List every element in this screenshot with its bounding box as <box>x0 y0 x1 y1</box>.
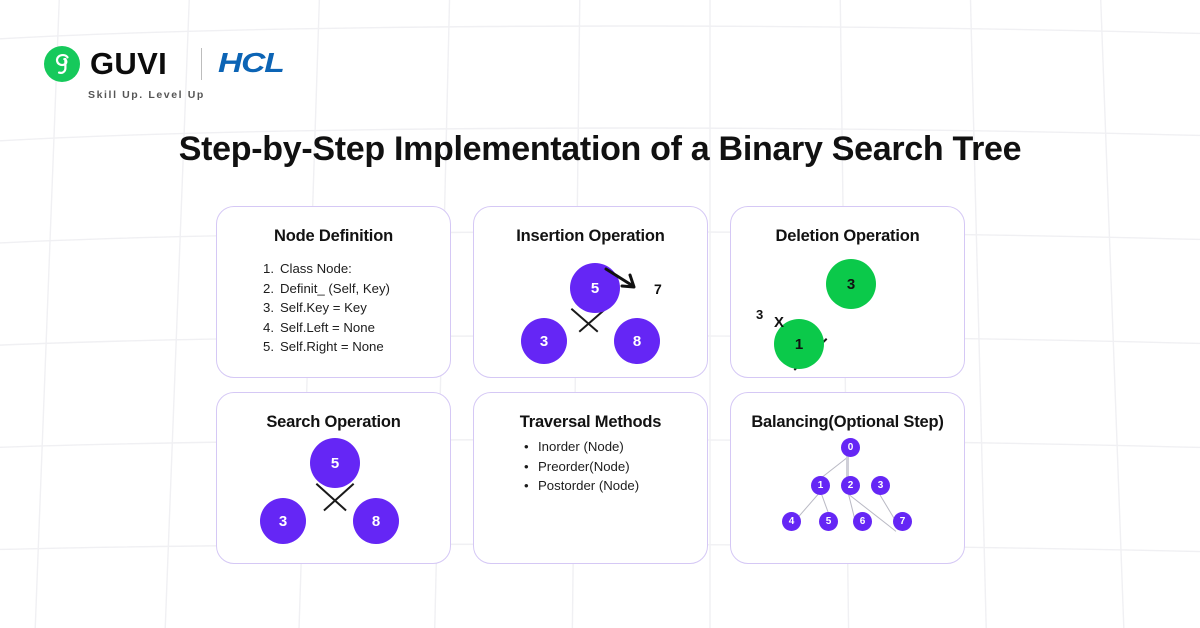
list-marker: 2. <box>263 280 274 296</box>
list-item: • Inorder (Node) <box>524 437 639 457</box>
delete-mark-label: X <box>774 314 785 331</box>
insertion-tree-diagram: 5 3 8 7 <box>474 207 707 377</box>
list-item: • Postorder (Node) <box>524 476 639 496</box>
card-traversal-methods: Traversal Methods • Inorder (Node) • Preor… <box>473 392 708 564</box>
hcl-wordmark: HCL <box>218 48 285 79</box>
list-item-label: Self.Left = None <box>280 319 375 335</box>
card-grid: Node Definition 1. Class Node: 2. Definit_… <box>216 206 966 564</box>
card-title: Node Definition <box>274 227 393 245</box>
list-item-label: Class Node: <box>280 261 352 276</box>
list-bullet: • <box>524 458 529 474</box>
delete-value-label: 3 <box>756 307 764 322</box>
tree-node: 5 <box>310 438 360 488</box>
traversal-methods-list: • Inorder (Node) • Preorder(Node) • Postord… <box>524 437 639 496</box>
list-item-label: Inorder (Node) <box>538 439 624 454</box>
card-balancing-optional-step: Balancing(Optional Step) 0 1 2 3 4 5 6 7 <box>730 392 965 564</box>
list-item-label: Postorder (Node) <box>538 478 640 493</box>
tree-node: 7 <box>893 512 912 531</box>
tree-node: 8 <box>614 318 660 364</box>
page-title: Step-by-Step Implementation of a Binary … <box>178 130 1022 168</box>
list-item: 1. Class Node: <box>263 259 390 279</box>
list-marker: 5. <box>263 339 274 354</box>
guvi-wordmark: GUVI <box>90 46 167 81</box>
list-bullet: • <box>524 439 529 454</box>
deletion-tree-diagram: 3 1 3 X <box>731 207 964 377</box>
list-item-label: Definit_ (Self, Key) <box>280 280 390 296</box>
guvi-g-mark-icon <box>44 46 80 82</box>
tree-node: 0 <box>841 438 860 457</box>
list-item: 4. Self.Left = None <box>263 318 390 338</box>
card-node-definition: Node Definition 1. Class Node: 2. Definit_… <box>216 206 451 378</box>
tree-node: 4 <box>782 512 801 531</box>
list-item: 3. Self.Key = Key <box>263 298 390 318</box>
brand-lockup: GUVI HCL Skill Up. Level Up <box>44 44 464 104</box>
list-marker: 3. <box>263 300 274 315</box>
tree-node: 3 <box>260 498 306 544</box>
card-deletion-operation: Deletion Operation 3 1 3 X <box>730 206 965 378</box>
list-item: • Preorder(Node) <box>524 457 639 477</box>
list-item-label: Preorder(Node) <box>538 458 630 474</box>
card-insertion-operation: Insertion Operation 5 3 8 7 <box>473 206 708 378</box>
tree-node: 1 <box>811 476 830 495</box>
tree-node: 6 <box>853 512 872 531</box>
list-item-label: Self.Right = None <box>280 339 384 354</box>
insert-arrow-icon <box>604 267 636 289</box>
tree-node: 5 <box>819 512 838 531</box>
tree-node: 3 <box>871 476 890 495</box>
balancing-tree-diagram: 0 1 2 3 4 5 6 7 <box>731 393 964 563</box>
tree-node: 2 <box>841 476 860 495</box>
search-tree-diagram: 5 3 8 <box>217 393 450 563</box>
node-definition-list: 1. Class Node: 2. Definit_ (Self, Key) 3. S… <box>263 259 390 357</box>
list-bullet: • <box>524 478 529 493</box>
list-marker: 4. <box>263 319 274 335</box>
tree-node: 3 <box>826 259 876 309</box>
list-item-label: Self.Key = Key <box>280 300 367 315</box>
list-marker: 1. <box>263 261 274 276</box>
list-item: 5. Self.Right = None <box>263 337 390 357</box>
card-search-operation: Search Operation 5 3 8 <box>216 392 451 564</box>
brand-tagline: Skill Up. Level Up <box>88 89 205 101</box>
tree-node: 3 <box>521 318 567 364</box>
brand-divider <box>201 48 202 80</box>
insert-value-label: 7 <box>654 281 662 297</box>
card-title: Traversal Methods <box>519 413 662 431</box>
tree-edge <box>797 493 819 518</box>
list-item: 2. Definit_ (Self, Key) <box>263 279 390 299</box>
tree-node: 8 <box>353 498 399 544</box>
